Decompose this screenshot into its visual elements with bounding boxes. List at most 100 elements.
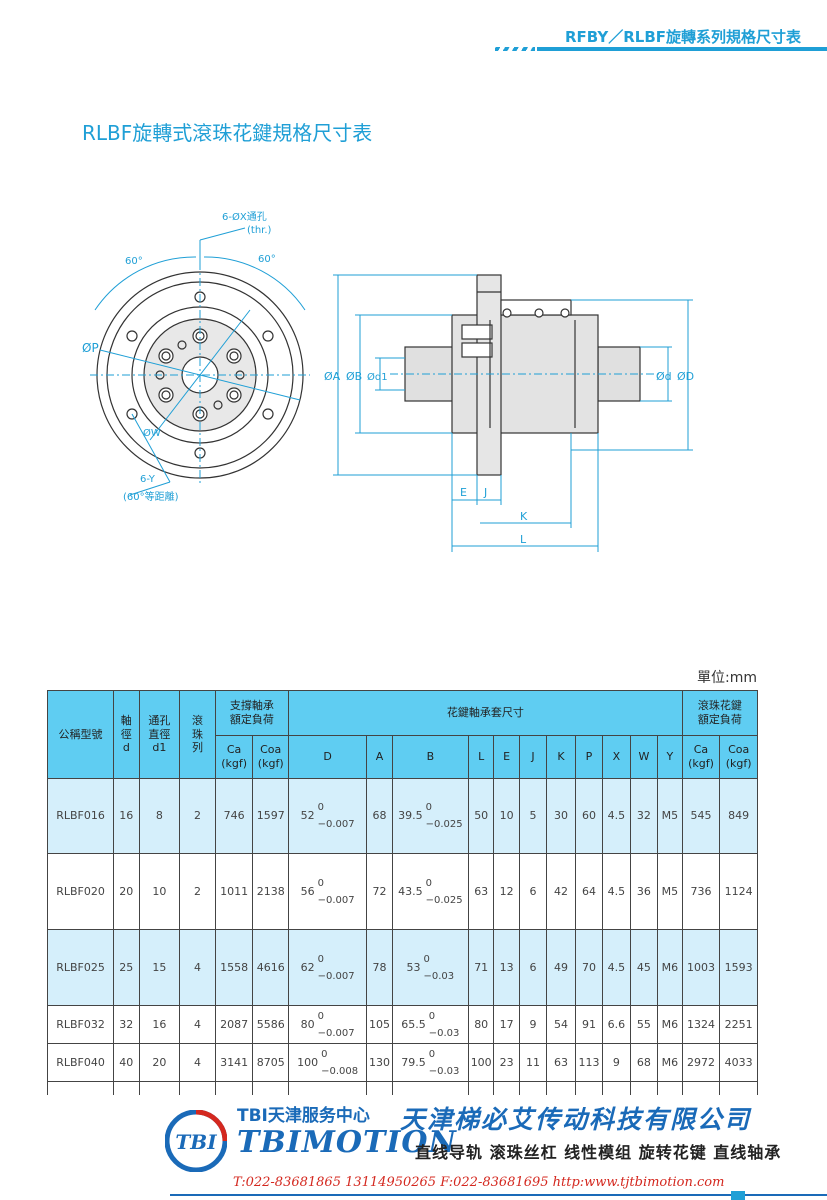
cell-L: 63 (467, 853, 495, 930)
th-rated: 滾珠花鍵額定負荷 (681, 690, 759, 736)
cell-rows: 4 (179, 1005, 216, 1044)
cell-P: 70 (574, 929, 604, 1006)
company-name: 天津梯必艾传动科技有限公司 (400, 1105, 752, 1134)
label-60-right: 60° (258, 254, 276, 265)
side-view-dims (333, 274, 693, 552)
cell-A: 130 (366, 1043, 393, 1082)
cell-X: 4.5 (602, 853, 631, 930)
cell-Y: M5 (657, 853, 683, 930)
cell-J: 5 (518, 778, 548, 854)
label-thr: (thr.) (247, 225, 272, 236)
label-p: ØP (82, 341, 99, 355)
cell-W: 45 (629, 929, 659, 1006)
cell-ca: 2087 (214, 1005, 254, 1044)
label-b: ØB (346, 370, 362, 383)
cell-E: 12 (493, 853, 520, 930)
cell-A: 78 (366, 929, 393, 1006)
cell-K: 49 (546, 929, 576, 1006)
label-d: Ød (656, 370, 672, 383)
cell-model: RLBF040 (46, 1043, 115, 1082)
th-X: X (602, 735, 631, 779)
cell-coa: 8705 (252, 1043, 289, 1082)
cell-X: 6.6 (602, 1005, 631, 1044)
cell-coa: 1597 (252, 778, 289, 854)
cell-rows: 4 (179, 1043, 216, 1082)
cell-coa2: 1593 (719, 929, 758, 1006)
cell-X: 4.5 (602, 778, 631, 854)
cell-d1: 10 (138, 853, 181, 930)
cell-ca2: 545 (681, 778, 721, 854)
page-mark (731, 1191, 745, 1200)
th-P: P (574, 735, 604, 779)
cell-J: 9 (518, 1005, 548, 1044)
cell-A: 68 (366, 778, 393, 854)
cell-Y: M6 (657, 1005, 683, 1044)
th-J: J (518, 735, 548, 779)
cell-X: 9 (602, 1043, 631, 1082)
cell-d: 20 (113, 853, 140, 930)
section-title: RLBF旋轉式滾珠花鍵規格尺寸表 (82, 121, 373, 145)
cell-L: 100 (467, 1043, 495, 1082)
cell-coa: 5586 (252, 1005, 289, 1044)
cell-ca2: 2972 (681, 1043, 721, 1082)
contact-info: T:022-83681865 13114950265 F:022-8368169… (233, 1175, 725, 1190)
footer: TBI TBI天津服务中心 TBIMOTION 天津梯必艾传动科技有限公司 直线… (0, 1095, 827, 1200)
cell-coa: 4616 (252, 929, 289, 1006)
cell-coa2: 849 (719, 778, 758, 854)
label-l: L (520, 533, 527, 546)
cell-rows: 4 (179, 929, 216, 1006)
header-title: RFBY／RLBF旋轉系列規格尺寸表 (564, 28, 801, 46)
cell-Y: M5 (657, 778, 683, 854)
cell-J: 6 (518, 853, 548, 930)
th-K: K (546, 735, 576, 779)
cell-P: 91 (574, 1005, 604, 1044)
cell-P: 60 (574, 778, 604, 854)
cell-d1: 16 (138, 1005, 181, 1044)
cell-model: RLBF025 (46, 929, 115, 1006)
cell-J: 11 (518, 1043, 548, 1082)
label-w: ØW (143, 427, 161, 439)
header-bar (537, 47, 827, 51)
cell-A: 72 (366, 853, 393, 930)
th-L: L (467, 735, 495, 779)
cell-ca: 1558 (214, 929, 254, 1006)
tbi-logo: TBI (165, 1110, 227, 1172)
header-stripes (495, 47, 535, 51)
cell-rows: 2 (179, 853, 216, 930)
cell-model: RLBF016 (46, 778, 115, 854)
label-holes: 6-ØX通孔 (222, 211, 267, 223)
cell-model: RLBF020 (46, 853, 115, 930)
label-dd: ØD (677, 370, 694, 383)
unit-label: 單位:mm (697, 670, 757, 686)
cell-K: 42 (546, 853, 576, 930)
th-support: 支撐軸承額定負荷 (214, 690, 290, 736)
th-model: 公稱型號 (46, 690, 115, 779)
label-y: 6-Y (140, 474, 156, 485)
th-A: A (366, 735, 393, 779)
label-e: E (460, 486, 467, 499)
cell-coa2: 4033 (719, 1043, 758, 1082)
th-spline: 花鍵軸承套尺寸 (288, 690, 683, 736)
cell-W: 32 (629, 778, 659, 854)
cell-coa2: 2251 (719, 1005, 758, 1044)
cell-ca: 3141 (214, 1043, 254, 1082)
cell-ca2: 1324 (681, 1005, 721, 1044)
cell-J: 6 (518, 929, 548, 1006)
cell-X: 4.5 (602, 929, 631, 1006)
label-d1: Ød1 (367, 371, 388, 383)
cell-P: 113 (574, 1043, 604, 1082)
cell-Y: M6 (657, 1043, 683, 1082)
cell-E: 23 (493, 1043, 520, 1082)
cell-W: 55 (629, 1005, 659, 1044)
